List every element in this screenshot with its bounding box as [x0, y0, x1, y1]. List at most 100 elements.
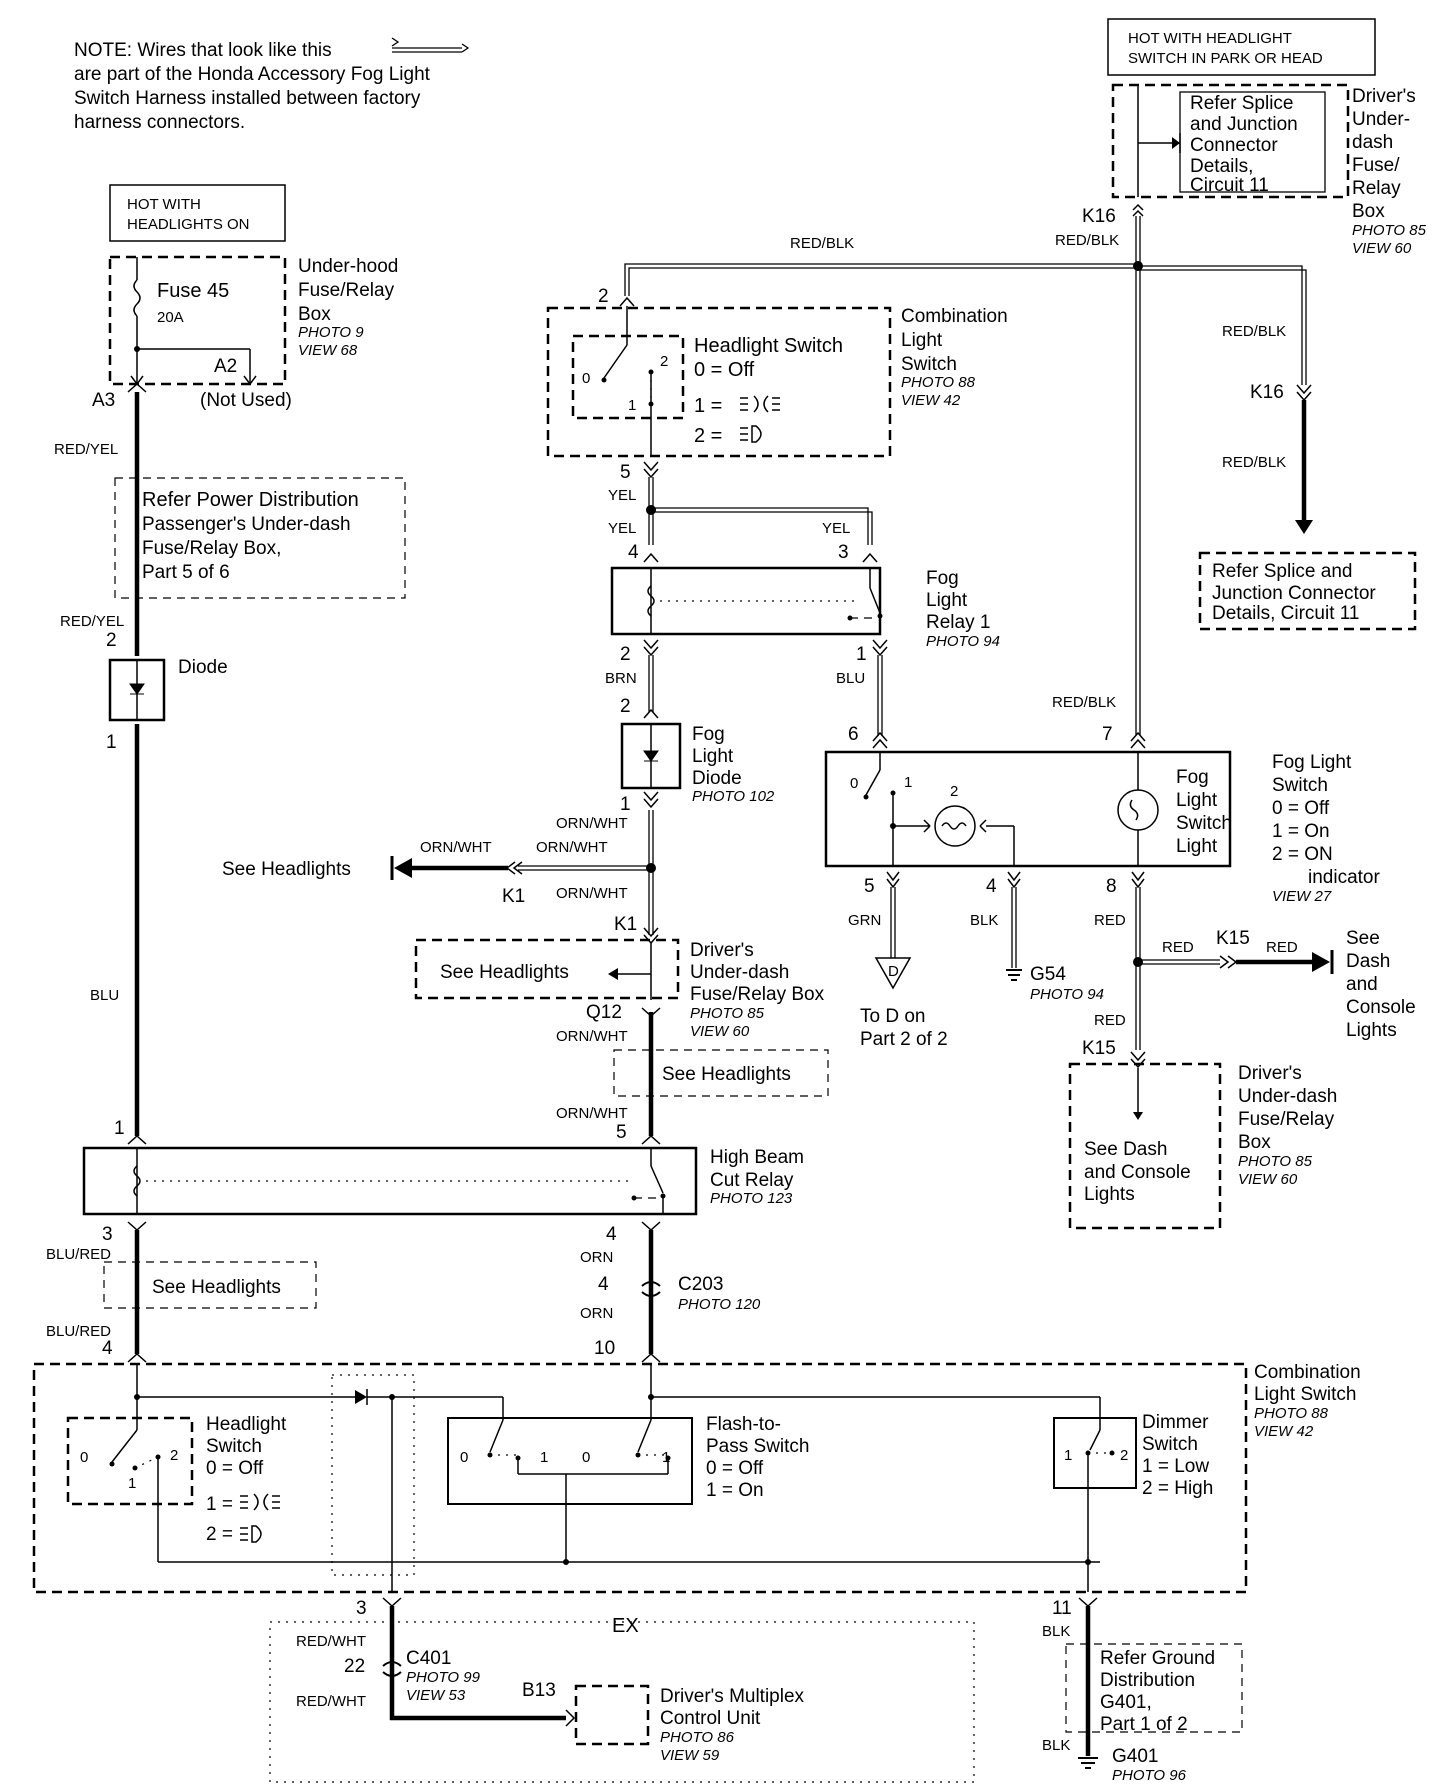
svg-text:C401: C401	[406, 1648, 451, 1669]
svg-text:Box: Box	[1352, 201, 1385, 222]
svg-text:PHOTO 94: PHOTO 94	[1030, 986, 1104, 1003]
note-line2: Switch Harness installed between factory	[74, 88, 421, 109]
svg-text:1 = On: 1 = On	[1272, 821, 1330, 842]
svg-text:Driver's: Driver's	[690, 940, 754, 961]
yel-wires: YEL YEL YEL 4 3	[608, 477, 878, 563]
svg-text:PHOTO 85: PHOTO 85	[1352, 222, 1427, 239]
svg-text:Fuse/Relay Box: Fuse/Relay Box	[690, 984, 825, 1005]
svg-text:6: 6	[848, 724, 859, 745]
svg-text:Light: Light	[926, 590, 968, 611]
parking-light-icon	[740, 425, 762, 443]
svg-text:C203: C203	[678, 1274, 723, 1295]
svg-text:0: 0	[582, 1449, 590, 1466]
svg-text:RED/BLK: RED/BLK	[790, 235, 854, 252]
fog-switch-outputs: GRN D To D on Part 2 of 2 BLK G54 PHOTO …	[848, 887, 1416, 1069]
svg-text:1: 1	[904, 774, 912, 791]
svg-text:1: 1	[628, 397, 636, 414]
svg-text:BLU: BLU	[836, 670, 865, 687]
svg-text:ORN: ORN	[580, 1305, 613, 1322]
svg-text:5: 5	[620, 462, 631, 483]
svg-text:Light: Light	[692, 746, 734, 767]
svg-text:To D on: To D on	[860, 1006, 925, 1027]
svg-text:RED/YEL: RED/YEL	[54, 441, 118, 458]
svg-text:10: 10	[594, 1338, 615, 1359]
svg-text:G401,: G401,	[1100, 1692, 1152, 1713]
svg-text:See Headlights: See Headlights	[152, 1277, 281, 1298]
svg-text:Refer Splice and: Refer Splice and	[1212, 561, 1352, 582]
svg-text:YEL: YEL	[822, 520, 850, 537]
headlight-icon	[240, 1493, 280, 1511]
svg-text:Passenger's Under-dash: Passenger's Under-dash	[142, 514, 351, 535]
svg-text:ORN: ORN	[580, 1249, 613, 1266]
svg-text:BLK: BLK	[1042, 1623, 1070, 1640]
svg-text:2: 2	[950, 783, 958, 800]
svg-text:YEL: YEL	[608, 520, 636, 537]
combination-switch-top: 2 0 2 1 Headlight Switch 0 = Off 1 = 2 =…	[546, 286, 1008, 483]
svg-text:PHOTO 85: PHOTO 85	[1238, 1153, 1313, 1170]
svg-text:Driver's: Driver's	[1238, 1063, 1302, 1084]
svg-text:GRN: GRN	[848, 912, 881, 929]
svg-text:D: D	[888, 963, 899, 980]
svg-text:Switch: Switch	[901, 354, 957, 375]
note-line1b: are part of the Honda Accessory Fog Ligh…	[74, 64, 431, 85]
svg-text:PHOTO 102: PHOTO 102	[692, 788, 775, 805]
svg-text:RED: RED	[1094, 1012, 1126, 1029]
svg-text:Distribution: Distribution	[1100, 1670, 1195, 1691]
svg-text:RED/YEL: RED/YEL	[60, 613, 124, 630]
svg-text:Box: Box	[298, 304, 331, 325]
svg-text:VIEW 59: VIEW 59	[660, 1747, 720, 1764]
fuse-amps: 20A	[157, 309, 184, 326]
svg-text:Part 5 of 6: Part 5 of 6	[142, 562, 230, 583]
svg-text:High Beam: High Beam	[710, 1147, 804, 1168]
high-beam-icon	[240, 1525, 262, 1543]
pin-a2: A2	[214, 356, 237, 377]
headlight-icon	[740, 395, 780, 413]
svg-text:Pass Switch: Pass Switch	[706, 1436, 809, 1457]
svg-text:VIEW 42: VIEW 42	[901, 392, 961, 409]
svg-text:3: 3	[356, 1598, 367, 1619]
red-blk-harness: RED/BLK RED/BLK K16 RED/BLK Refer Splice…	[624, 203, 1417, 735]
svg-text:Headlight: Headlight	[206, 1414, 287, 1435]
fog-light-diode: Fog Light Diode PHOTO 102 1	[620, 722, 775, 815]
svg-text:Fog Light: Fog Light	[1272, 752, 1352, 773]
svg-text:VIEW 53: VIEW 53	[406, 1687, 466, 1704]
svg-text:See Dash: See Dash	[1084, 1139, 1167, 1160]
svg-text:BLK: BLK	[970, 912, 998, 929]
svg-text:Console: Console	[1346, 997, 1416, 1018]
pin-a3: A3	[92, 390, 115, 411]
svg-text:1 = Low: 1 = Low	[1142, 1456, 1209, 1477]
svg-text:and: and	[1346, 974, 1378, 995]
svg-text:2: 2	[598, 286, 609, 307]
svg-text:Details,: Details,	[1190, 156, 1253, 177]
svg-text:HEADLIGHTS ON: HEADLIGHTS ON	[127, 216, 250, 233]
svg-text:22: 22	[344, 1656, 365, 1677]
svg-text:Light: Light	[1176, 790, 1218, 811]
svg-text:K15: K15	[1082, 1038, 1116, 1059]
svg-text:PHOTO 94: PHOTO 94	[926, 633, 1000, 650]
svg-text:SWITCH IN PARK OR HEAD: SWITCH IN PARK OR HEAD	[1128, 50, 1323, 67]
svg-text:2: 2	[620, 644, 631, 665]
svg-text:HOT WITH: HOT WITH	[127, 196, 201, 213]
svg-text:2: 2	[170, 1447, 178, 1464]
svg-text:PHOTO 123: PHOTO 123	[710, 1190, 793, 1207]
svg-text:Relay 1: Relay 1	[926, 612, 990, 633]
svg-text:PHOTO 96: PHOTO 96	[1112, 1767, 1187, 1784]
left-wire-run: RED/YEL RED/YEL Refer Power Distribution…	[54, 382, 406, 1139]
svg-text:ORN/WHT: ORN/WHT	[556, 815, 628, 832]
svg-text:See: See	[1346, 928, 1380, 949]
svg-text:VIEW 27: VIEW 27	[1272, 888, 1332, 905]
svg-text:Refer Ground: Refer Ground	[1100, 1648, 1215, 1669]
svg-text:RED/WHT: RED/WHT	[296, 1693, 366, 1710]
fog-light-relay: Fog Light Relay 1 PHOTO 94 2 1	[610, 566, 1000, 665]
svg-text:1: 1	[662, 1449, 670, 1466]
drivers-box-right: See Dash and Console Lights Driver's Und…	[1068, 1062, 1337, 1230]
svg-text:BRN: BRN	[605, 670, 637, 687]
svg-text:Combination: Combination	[901, 306, 1008, 327]
svg-text:3: 3	[838, 542, 849, 563]
svg-text:Headlight Switch: Headlight Switch	[694, 335, 843, 357]
svg-text:Switch: Switch	[206, 1436, 262, 1457]
svg-text:PHOTO 85: PHOTO 85	[690, 1005, 765, 1022]
svg-text:2 = ON: 2 = ON	[1272, 844, 1333, 865]
svg-text:2: 2	[1120, 1447, 1128, 1464]
